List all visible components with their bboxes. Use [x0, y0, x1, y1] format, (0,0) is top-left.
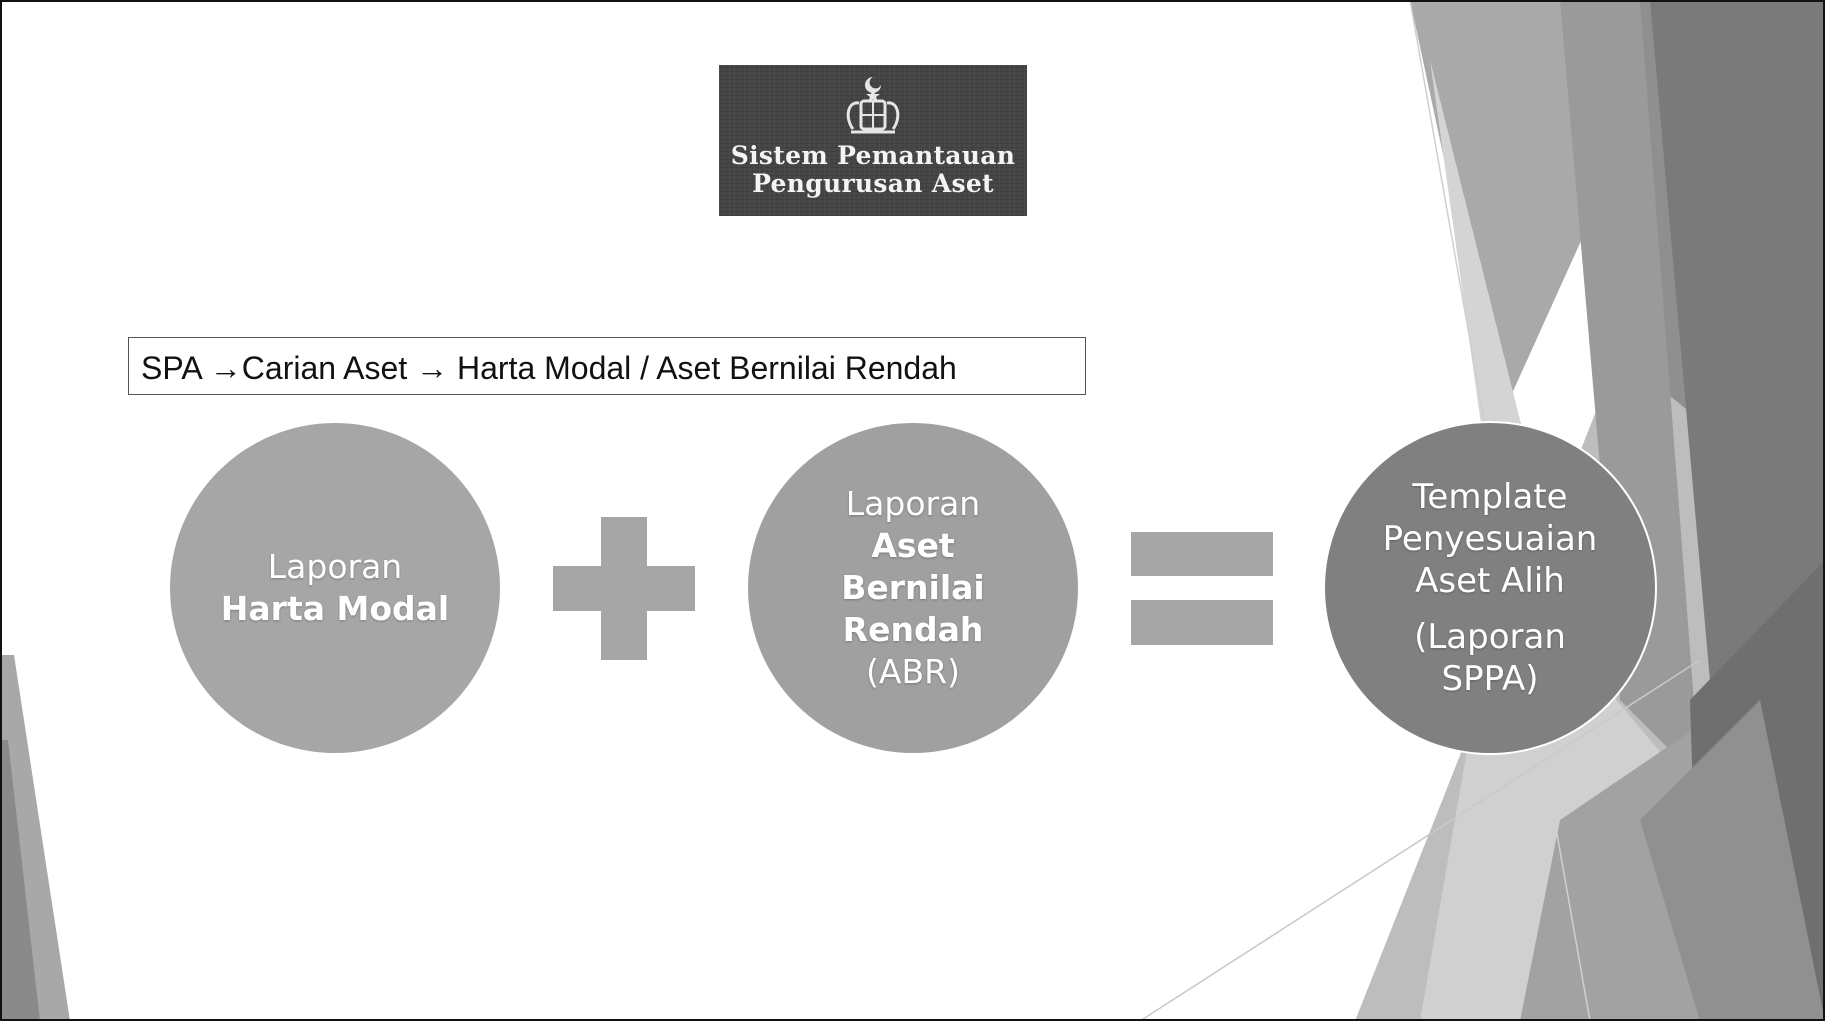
decor-shape-left	[0, 740, 40, 1021]
template-sppa-circle: Template Penyesuaian Aset Alih (Laporan …	[1325, 423, 1655, 753]
navigation-path-box: SPA →Carian Aset → Harta Modal / Aset Be…	[128, 337, 1086, 395]
plus-icon-vertical	[601, 517, 647, 660]
sppa-line3: Aset Alih	[1415, 561, 1565, 601]
sppa-line1: Template	[1412, 477, 1568, 517]
decor-shape	[1640, 700, 1825, 1021]
crest-icon	[846, 77, 900, 134]
abr-line2: Aset	[871, 526, 955, 565]
equals-icon-top-bar	[1131, 532, 1273, 576]
laporan-abr-circle: Laporan Aset Bernilai Rendah (ABR)	[748, 423, 1078, 753]
navigation-path-text: SPA →Carian Aset → Harta Modal / Aset Be…	[141, 350, 957, 386]
abr-line5: (ABR)	[866, 652, 960, 691]
sppa-logo: Sistem Pemantauan Pengurusan Aset	[719, 65, 1027, 216]
abr-line3: Bernilai	[841, 568, 985, 607]
sppa-line2: Penyesuaian	[1382, 519, 1598, 559]
harta-line1: Laporan	[267, 547, 403, 586]
sppa-line4: (Laporan	[1414, 617, 1566, 657]
decor-line	[1139, 659, 1701, 1021]
logo-title-line2: Pengurusan Aset	[752, 169, 994, 198]
sppa-line5: SPPA)	[1441, 659, 1539, 699]
logo-title-line1: Sistem Pemantauan	[730, 141, 1016, 170]
abr-line1: Laporan	[845, 484, 981, 523]
laporan-harta-modal-circle: Laporan Harta Modal	[170, 423, 500, 753]
harta-line2: Harta Modal	[220, 589, 450, 628]
abr-line4: Rendah	[842, 610, 984, 649]
decor-shape	[1560, 0, 1700, 780]
equals-icon-bottom-bar	[1131, 600, 1273, 645]
